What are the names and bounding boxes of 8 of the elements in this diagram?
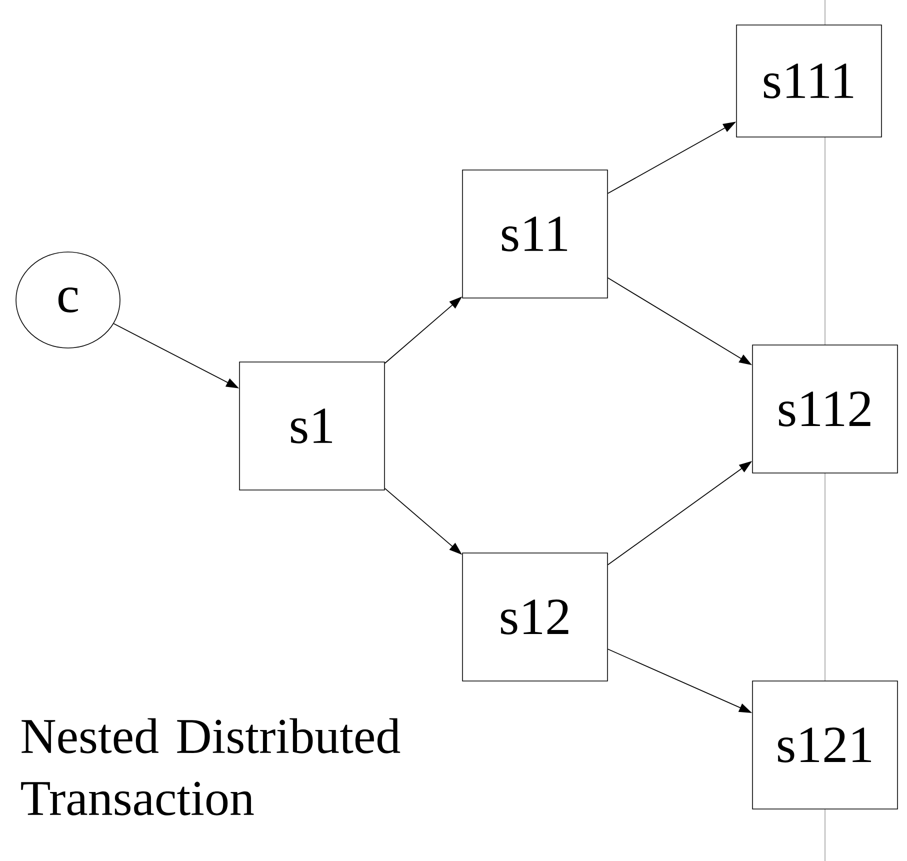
process-box: s12 xyxy=(462,552,608,682)
title-text: Nested Distributed Transaction xyxy=(21,718,400,816)
ellipse-node: c xyxy=(16,252,120,348)
process-box: s11 xyxy=(462,170,608,298)
process-box: s121 xyxy=(752,680,898,810)
process-box: s111 xyxy=(736,24,882,138)
process-box: s112 xyxy=(752,344,898,474)
process-box: s1 xyxy=(239,362,385,490)
